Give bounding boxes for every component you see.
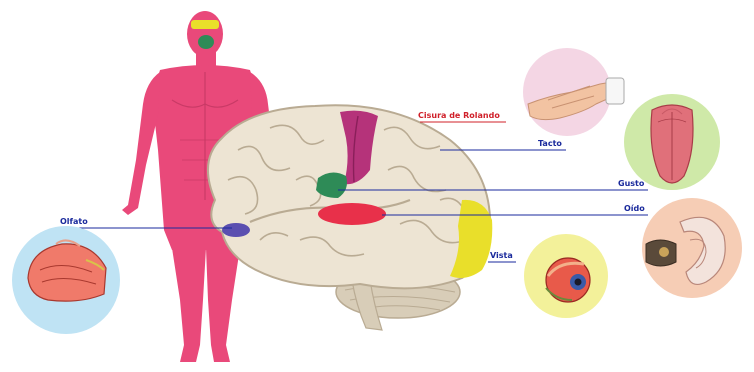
label-gusto: Gusto bbox=[618, 179, 645, 188]
taste-circle bbox=[624, 94, 720, 190]
hearing-area bbox=[318, 203, 386, 225]
eye-icon bbox=[546, 258, 590, 302]
label-vista: Vista bbox=[490, 251, 513, 260]
label-olfato: Olfato bbox=[60, 217, 88, 226]
touch-circle bbox=[523, 48, 624, 136]
smell-area bbox=[222, 223, 250, 237]
label-cisura-rolando: Cisura de Rolando bbox=[418, 111, 500, 120]
label-tacto: Tacto bbox=[538, 139, 562, 148]
label-oido: Oído bbox=[624, 204, 645, 213]
vision-circle bbox=[524, 234, 608, 318]
hearing-circle bbox=[642, 198, 742, 298]
brain-illustration bbox=[208, 105, 492, 330]
smell-circle bbox=[12, 226, 120, 334]
taste-area bbox=[316, 172, 347, 198]
